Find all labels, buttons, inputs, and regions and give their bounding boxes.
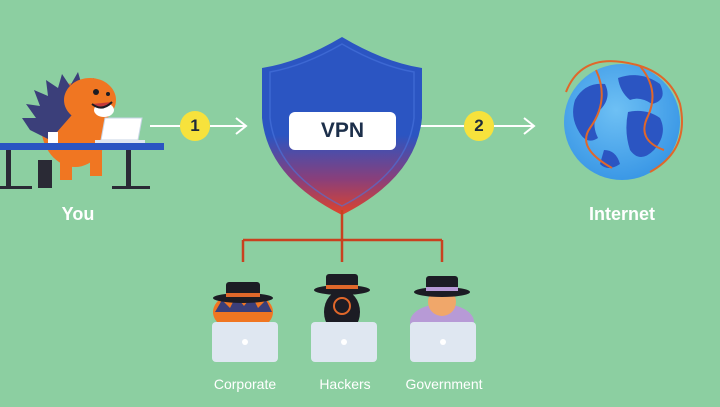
observer-connectors — [241, 210, 444, 262]
vpn-label-box: VPN — [289, 112, 396, 150]
step-2-badge: 2 — [464, 111, 494, 141]
observer-government-label: Government — [405, 376, 483, 392]
internet-label: Internet — [588, 204, 655, 224]
observer-corporate-illustration — [212, 282, 278, 362]
observer-hackers-label: Hackers — [319, 376, 371, 392]
observer-hackers-illustration — [311, 274, 377, 362]
you-label: You — [61, 204, 95, 224]
vpn-label: VPN — [320, 119, 365, 142]
user-illustration — [0, 72, 164, 189]
observer-corporate-label: Corporate — [213, 376, 277, 392]
step-1-badge: 1 — [180, 111, 210, 141]
arrow-1 — [150, 117, 248, 135]
globe-illustration — [564, 60, 683, 180]
observer-government-illustration — [410, 276, 476, 362]
